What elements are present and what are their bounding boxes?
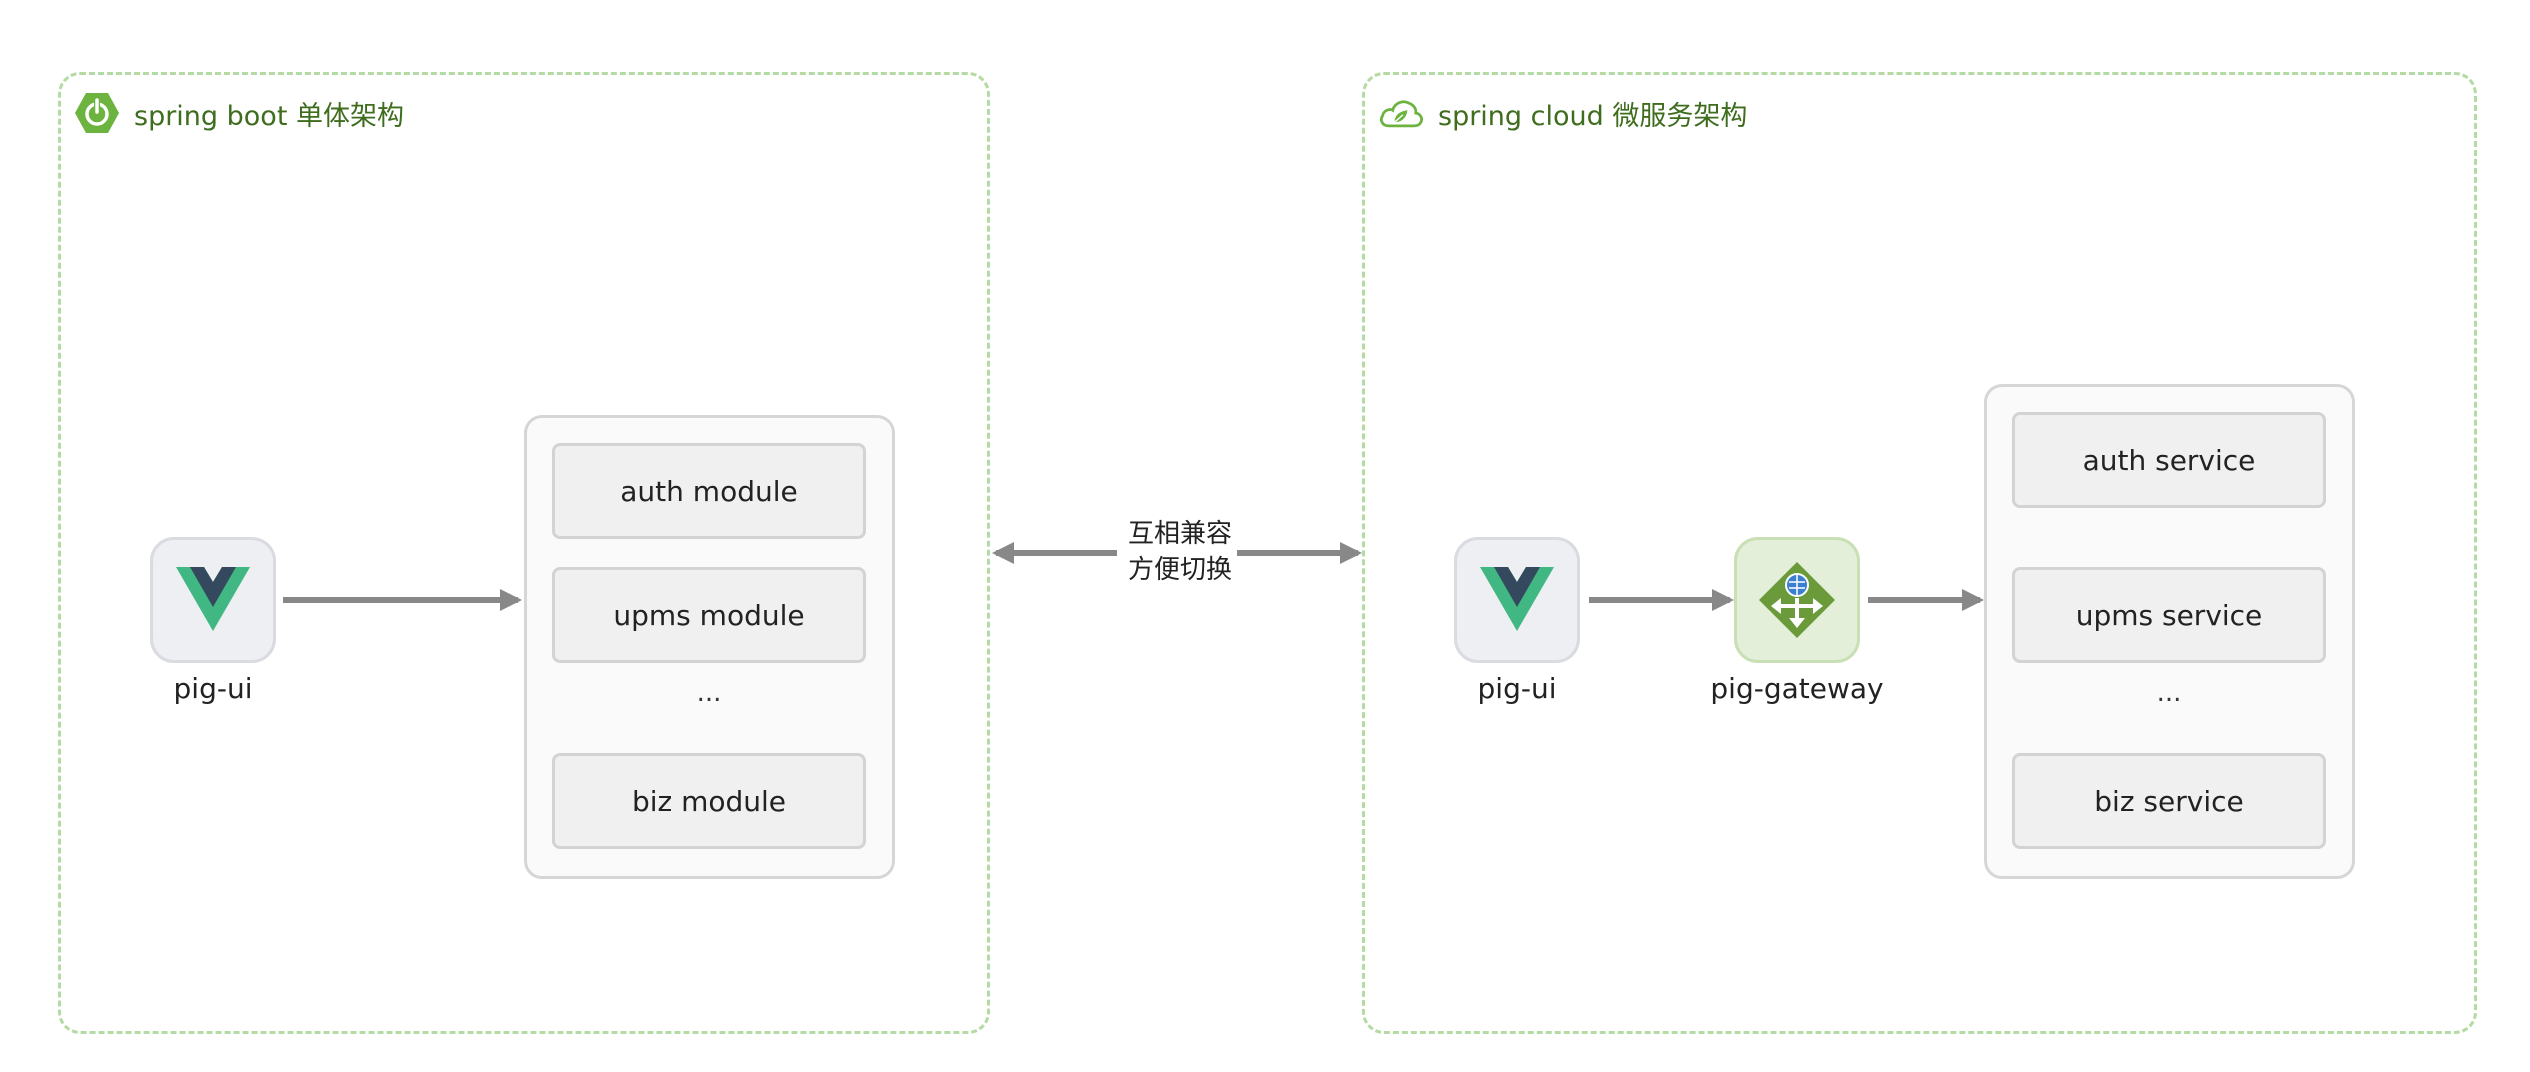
pig-ui-label-right: pig-ui [1477, 672, 1557, 705]
biz-service-box: biz service [2012, 753, 2326, 849]
biz-module-box: biz module [552, 753, 866, 849]
pig-ui-node-right [1454, 537, 1580, 663]
compat-label: 互相兼容 方便切换 [1115, 516, 1245, 588]
pig-gateway-node [1734, 537, 1860, 663]
spring-boot-title: spring boot 单体架构 [74, 90, 404, 136]
vue-logo-icon [1480, 567, 1554, 631]
spring-boot-power-icon [74, 90, 120, 136]
spring-cloud-panel [1362, 72, 2477, 1034]
auth-service-box: auth service [2012, 412, 2326, 508]
pig-gateway-label: pig-gateway [1710, 672, 1884, 705]
auth-module-box: auth module [552, 443, 866, 539]
services-ellipsis: ... [2156, 678, 2182, 708]
spring-cloud-title: spring cloud 微服务架构 [1378, 90, 1747, 136]
spring-cloud-title-text: spring cloud 微服务架构 [1438, 100, 1748, 132]
gateway-arrows-icon [1759, 562, 1835, 638]
spring-cloud-leaf-icon [1378, 90, 1424, 136]
spring-boot-title-text: spring boot 单体架构 [134, 100, 404, 132]
modules-ellipsis: ... [696, 678, 722, 708]
vue-logo-icon [176, 567, 250, 631]
upms-module-box: upms module [552, 567, 866, 663]
upms-service-box: upms service [2012, 567, 2326, 663]
pig-ui-label-left: pig-ui [173, 672, 253, 705]
spring-boot-panel [58, 72, 990, 1034]
compat-line-2: 方便切换 [1127, 555, 1232, 585]
compat-line-1: 互相兼容 [1127, 519, 1232, 549]
pig-ui-node-left [150, 537, 276, 663]
